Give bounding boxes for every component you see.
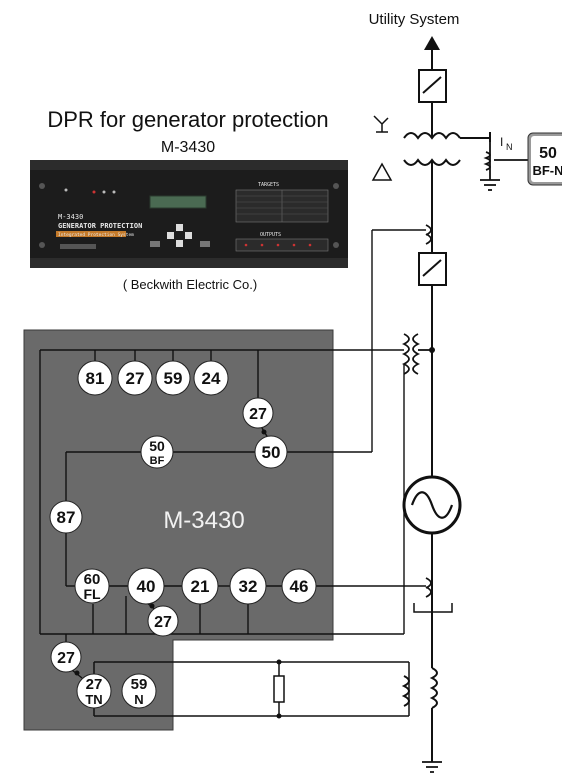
step-up-transformer — [403, 130, 491, 170]
relay-21: 21 — [181, 567, 219, 605]
device-photo: M-3430 GENERATOR PROTECTION Integrated P… — [30, 160, 348, 268]
relay-59: 59 — [155, 360, 191, 396]
terminal-bracket-icon — [413, 596, 453, 613]
device-face-name: GENERATOR PROTECTION — [58, 222, 142, 230]
voltage-transformer — [401, 333, 432, 375]
relay-27-ground-label: 27 — [57, 650, 75, 667]
neutral-current-symbol: I — [500, 135, 503, 149]
utility-arrow-icon — [424, 36, 440, 50]
relay-27-upper: 27 — [117, 360, 153, 396]
relay-50bf: 50 BF — [140, 435, 174, 469]
relay-27-lower-label: 27 — [154, 614, 172, 631]
neutral-ct — [480, 142, 528, 191]
relay-27tn: 27 TN — [76, 673, 112, 709]
relay-27tn-top: 27 — [86, 676, 103, 693]
relay-59n-top: 59 — [131, 676, 148, 693]
manufacturer-label: ( Beckwith Electric Co.) — [123, 277, 257, 292]
relay-21-label: 21 — [191, 577, 210, 596]
relay-87-label: 87 — [57, 508, 76, 527]
main-power-line — [402, 50, 462, 762]
relay-87: 87 — [49, 500, 83, 534]
model-label: M-3430 — [161, 139, 215, 156]
relay-32: 32 — [229, 567, 267, 605]
relay-32-label: 32 — [239, 577, 258, 596]
wye-ground-icon — [373, 115, 389, 133]
relay-46: 46 — [281, 568, 317, 604]
device-face-subtitle: Integrated Protection System — [58, 232, 134, 238]
panel-wiring — [39, 229, 426, 679]
grounding-transformer-icon — [429, 667, 438, 709]
relay-27tn-bottom: TN — [85, 692, 102, 707]
delta-icon — [371, 162, 393, 181]
relay-59n: 59 N — [121, 673, 157, 709]
relay-60fl: 60 FL — [74, 568, 110, 604]
relay-50bf-bottom: BF — [150, 455, 165, 467]
relay-27-supervision: 27 — [242, 397, 274, 429]
relay-81: 81 — [77, 360, 113, 396]
relay-81-label: 81 — [86, 369, 105, 388]
external-relay-top: 50 — [539, 145, 557, 162]
ct-upper-icon — [425, 224, 432, 245]
relay-60fl-top: 60 — [84, 571, 101, 588]
relay-59n-bottom: N — [134, 692, 143, 707]
relay-60fl-bottom: FL — [83, 586, 101, 602]
relay-40-label: 40 — [137, 577, 156, 596]
ct-lower-icon — [425, 577, 432, 598]
utility-system-label: Utility System — [369, 11, 460, 28]
neutral-ground-icon — [422, 761, 442, 773]
diagram-title: DPR for generator protection — [47, 107, 328, 132]
relay-27-lower: 27 — [147, 605, 179, 637]
relay-27-ground: 27 — [50, 641, 82, 673]
relay-panel — [23, 329, 334, 731]
generator-icon — [410, 491, 454, 519]
device-targets-label: TARGETS — [258, 182, 279, 188]
relay-50bf-top: 50 — [149, 438, 165, 454]
external-relay-bottom: BF-N — [532, 163, 562, 178]
device-face-model: M-3430 — [58, 213, 83, 221]
panel-label: M-3430 — [163, 507, 244, 534]
relay-24: 24 — [193, 360, 229, 396]
relay-50-label: 50 — [262, 443, 281, 462]
device-outputs-label: OUTPUTS — [260, 232, 281, 238]
relay-27-supervision-label: 27 — [249, 406, 267, 423]
relay-24-label: 24 — [202, 369, 221, 388]
relay-27-upper-label: 27 — [126, 369, 145, 388]
relay-46-label: 46 — [290, 577, 309, 596]
relay-50: 50 — [254, 435, 288, 469]
neutral-current-subscript: N — [506, 142, 513, 152]
relay-40: 40 — [127, 567, 165, 605]
relay-59-label: 59 — [164, 369, 183, 388]
